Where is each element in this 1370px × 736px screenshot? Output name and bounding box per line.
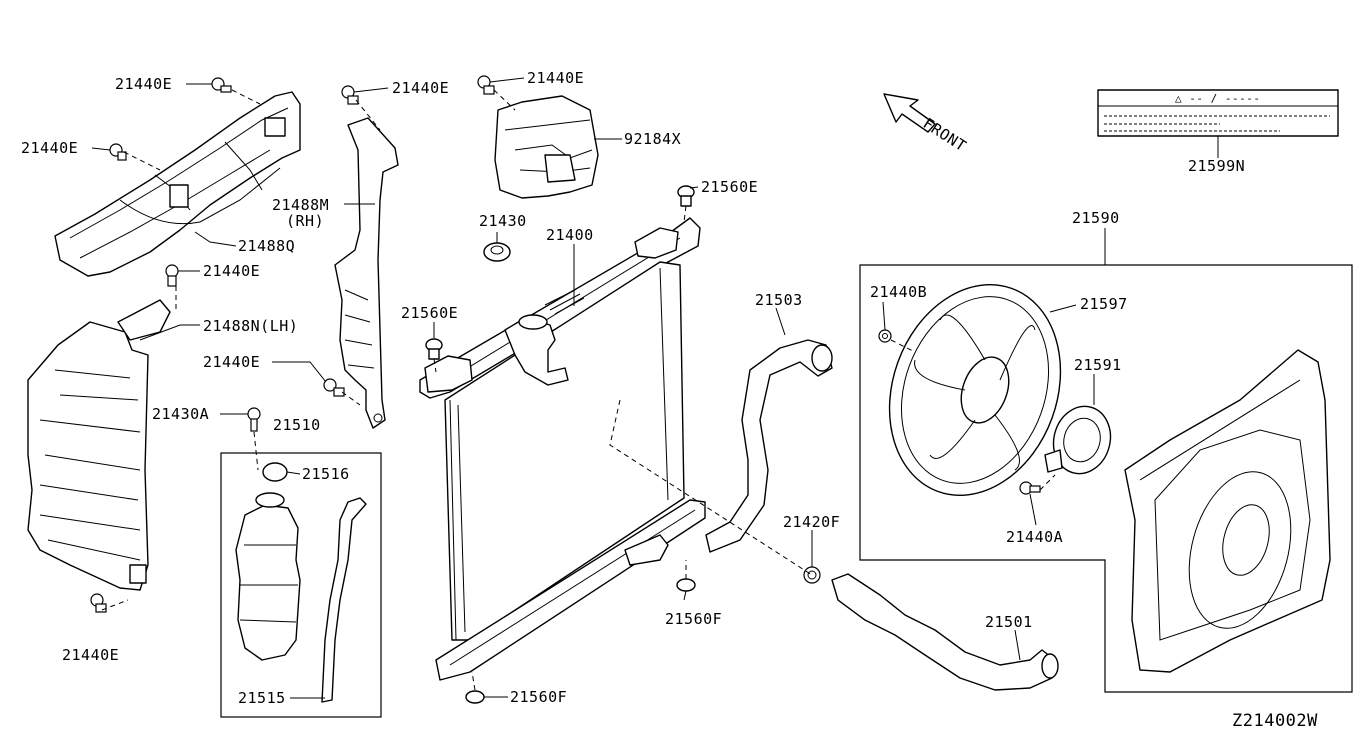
lower-hose-21501[interactable] [831, 573, 1059, 691]
upper-hose-21503[interactable] [705, 339, 833, 553]
label-21440E: 21440E [62, 646, 119, 664]
bolt-21440E[interactable] [109, 143, 127, 161]
label-21510: 21510 [273, 416, 321, 434]
air-guide-lower-21488N[interactable] [27, 299, 171, 591]
fan-assembly-box-21590 [859, 264, 1353, 693]
label-21560E: 21560E [701, 178, 758, 196]
caution-label-21599N[interactable]: △ -- / ----- [1097, 89, 1339, 137]
nut-21440B[interactable] [878, 329, 892, 343]
front-direction-arrow: FRONT [883, 93, 970, 155]
label-21599N: 21599N [1188, 157, 1245, 175]
fan-shroud[interactable] [1124, 349, 1331, 673]
label-21590: 21590 [1072, 209, 1120, 227]
label-21488Q: 21488Q [238, 237, 295, 255]
mount-21560E[interactable] [677, 185, 695, 207]
clamp-21420F[interactable] [803, 566, 821, 584]
label-21440E: 21440E [115, 75, 172, 93]
bolt-21440E[interactable] [341, 85, 359, 105]
shroud-side-bracket-21488M[interactable] [334, 117, 399, 429]
bolt-21440E[interactable] [211, 77, 232, 93]
label-21430: 21430 [479, 212, 527, 230]
label-21488M-rh: (RH) [286, 212, 324, 230]
label-21488N: 21488N(LH) [203, 317, 298, 335]
label-21430A: 21430A [152, 405, 209, 423]
reservoir-tank[interactable] [235, 462, 301, 661]
bolt-21440E[interactable] [165, 264, 179, 287]
label-21560F: 21560F [665, 610, 722, 628]
label-21560E: 21560E [401, 304, 458, 322]
reservoir-group-box-21510 [220, 452, 382, 718]
mount-21430[interactable] [483, 242, 511, 262]
label-21440E: 21440E [203, 262, 260, 280]
label-21501: 21501 [985, 613, 1033, 631]
radiator-21400[interactable] [419, 217, 706, 681]
label-21440E: 21440E [21, 139, 78, 157]
mount-21560F[interactable] [465, 690, 485, 704]
air-duct-92184X[interactable] [494, 95, 599, 199]
label-21560F: 21560F [510, 688, 567, 706]
label-21440E: 21440E [392, 79, 449, 97]
fan-motor-21591[interactable] [1044, 400, 1118, 480]
bolt-21440E[interactable] [90, 593, 107, 613]
label-21440B: 21440B [870, 283, 927, 301]
mount-21560F[interactable] [676, 578, 696, 592]
mount-21560E[interactable] [425, 338, 443, 360]
label-21591: 21591 [1074, 356, 1122, 374]
bolt-21430A[interactable] [247, 407, 261, 432]
label-92184X: 92184X [624, 130, 681, 148]
reservoir-hose-21515[interactable] [321, 497, 367, 703]
bolt-21440E[interactable] [323, 378, 345, 397]
label-21440A: 21440A [1006, 528, 1063, 546]
label-21400: 21400 [546, 226, 594, 244]
label-placard-text: △ -- / ----- [1175, 92, 1260, 105]
label-21488M: 21488M [272, 196, 329, 214]
label-21503: 21503 [755, 291, 803, 309]
bolt-21440E[interactable] [477, 75, 495, 95]
label-21597: 21597 [1080, 295, 1128, 313]
label-21420F: 21420F [783, 513, 840, 531]
label-21440E: 21440E [203, 353, 260, 371]
label-21440E: 21440E [527, 69, 584, 87]
label-21515: 21515 [238, 689, 286, 707]
label-21516: 21516 [302, 465, 350, 483]
bolt-21440A[interactable] [1019, 481, 1041, 495]
drawing-code: Z214002W [1232, 711, 1318, 731]
front-label: FRONT [920, 114, 970, 155]
fan-blade-21597[interactable] [861, 260, 1089, 519]
air-guide-upper-21488Q[interactable] [54, 91, 301, 277]
